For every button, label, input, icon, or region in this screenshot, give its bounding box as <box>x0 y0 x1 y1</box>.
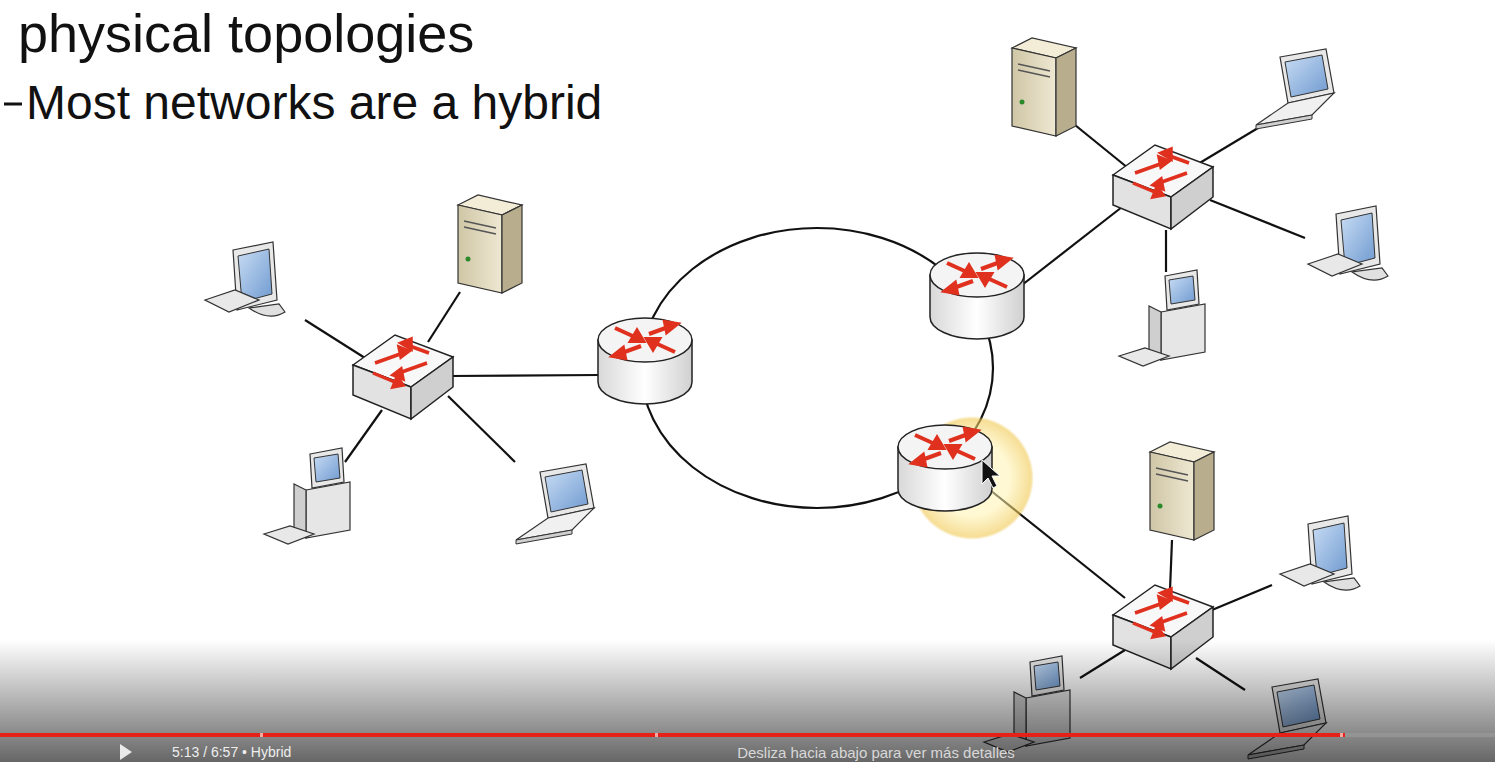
play-icon <box>120 744 132 760</box>
links <box>305 125 1305 690</box>
server-icon <box>1012 38 1076 136</box>
desktop-icon <box>1119 270 1205 366</box>
server-icon <box>458 195 522 293</box>
laptop-icon <box>1256 49 1334 129</box>
router-icon <box>598 318 692 404</box>
laptop-icon <box>516 464 594 544</box>
switch-icon <box>353 335 453 419</box>
bullet-text: Most networks are a hybrid <box>26 74 602 132</box>
monitor-icon <box>1308 206 1388 280</box>
desktop-icon <box>264 448 350 544</box>
monitor-icon <box>205 242 285 316</box>
progress-bar <box>0 733 1345 737</box>
mouse-cursor <box>982 460 1000 488</box>
progress-track <box>0 733 1495 737</box>
player-shade <box>0 640 1495 762</box>
slide-title: physical topologies <box>18 2 474 64</box>
router-icon <box>930 253 1024 339</box>
video-time: 5:13 / 6:57 • Hybrid <box>172 744 291 761</box>
monitor-icon <box>1280 516 1360 590</box>
router-icon <box>898 425 992 511</box>
server-icon <box>1150 442 1214 540</box>
switch-icon <box>1113 145 1213 229</box>
scroll-hint: Desliza hacia abajo para ver más detalle… <box>737 744 1015 761</box>
bullet-dash <box>4 103 22 106</box>
